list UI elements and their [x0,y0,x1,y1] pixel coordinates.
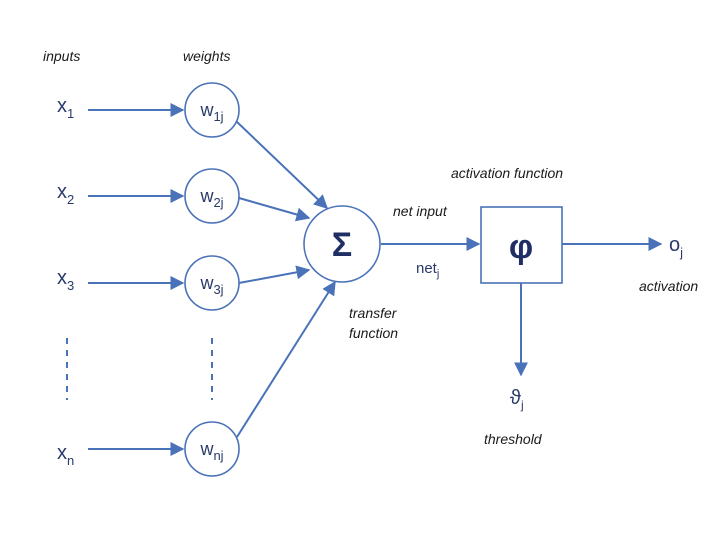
phi-symbol: φ [509,228,533,266]
net-j-label: netj [416,260,439,280]
net-input-label: net input [393,203,448,219]
weight-node-w2: w2j [184,168,240,224]
edge-w2-sum [238,197,311,222]
input-x1: x1 [57,95,74,121]
weight-node-w3: w3j [184,255,240,311]
svg-text:w1j: w1j [199,100,223,124]
weights-label: weights [183,48,230,64]
svg-text:w2j: w2j [199,186,223,210]
activation-box: φ [480,206,563,284]
edge-w3-sum [238,265,311,284]
sum-node: Σ [303,205,381,283]
edge-wn-sum [236,280,336,438]
threshold-symbol: ϑj [510,387,524,412]
transfer-function-label-line1: transfer [349,305,398,321]
activation-function-label: activation function [451,165,563,181]
input-x2: x2 [57,181,74,207]
transfer-function-label-line2: function [349,325,398,341]
edge-w1-sum [235,120,329,209]
output-oj: oj [669,234,683,260]
activation-label: activation [639,278,698,294]
svg-text:wnj: wnj [199,439,223,463]
svg-text:w3j: w3j [199,273,223,297]
threshold-label: threshold [484,431,543,447]
input-xn: xn [57,442,74,468]
sigma-symbol: Σ [332,226,352,264]
weight-node-w1: w1j [184,82,240,138]
weight-node-wn: wnj [184,421,240,477]
inputs-label: inputs [43,48,80,64]
input-x3: x3 [57,267,74,293]
